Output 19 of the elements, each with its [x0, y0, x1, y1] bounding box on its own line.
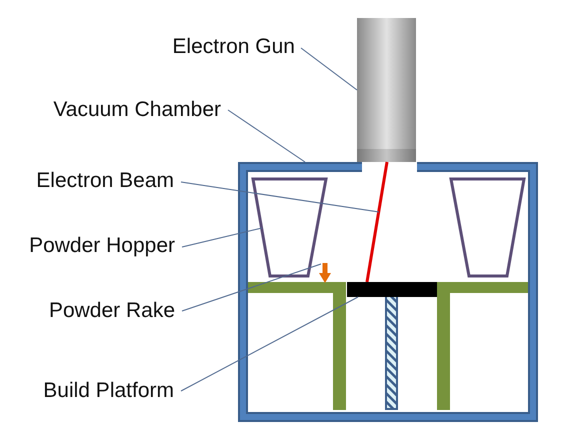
leader-line: [300, 48, 358, 90]
electron-gun: [357, 18, 416, 162]
part-label: Powder Hopper: [29, 233, 175, 259]
powder-rake: [319, 263, 331, 283]
part-label: Build Platform: [43, 378, 174, 404]
powder-hopper: [449, 177, 526, 278]
part-label: Electron Gun: [172, 34, 295, 60]
part-label: Powder Rake: [48, 298, 175, 324]
electron-beam: [365, 162, 389, 282]
powder-hopper: [251, 177, 328, 278]
leader-line: [180, 296, 358, 392]
vacuum-chamber: [238, 162, 538, 422]
leader-line: [228, 110, 306, 162]
build-platform: [347, 282, 437, 297]
part-label: Electron Beam: [36, 168, 174, 194]
leader-line: [182, 228, 262, 248]
leader-line: [180, 182, 380, 212]
leader-line: [182, 264, 322, 312]
part-label: Vacuum Chamber: [53, 97, 221, 123]
